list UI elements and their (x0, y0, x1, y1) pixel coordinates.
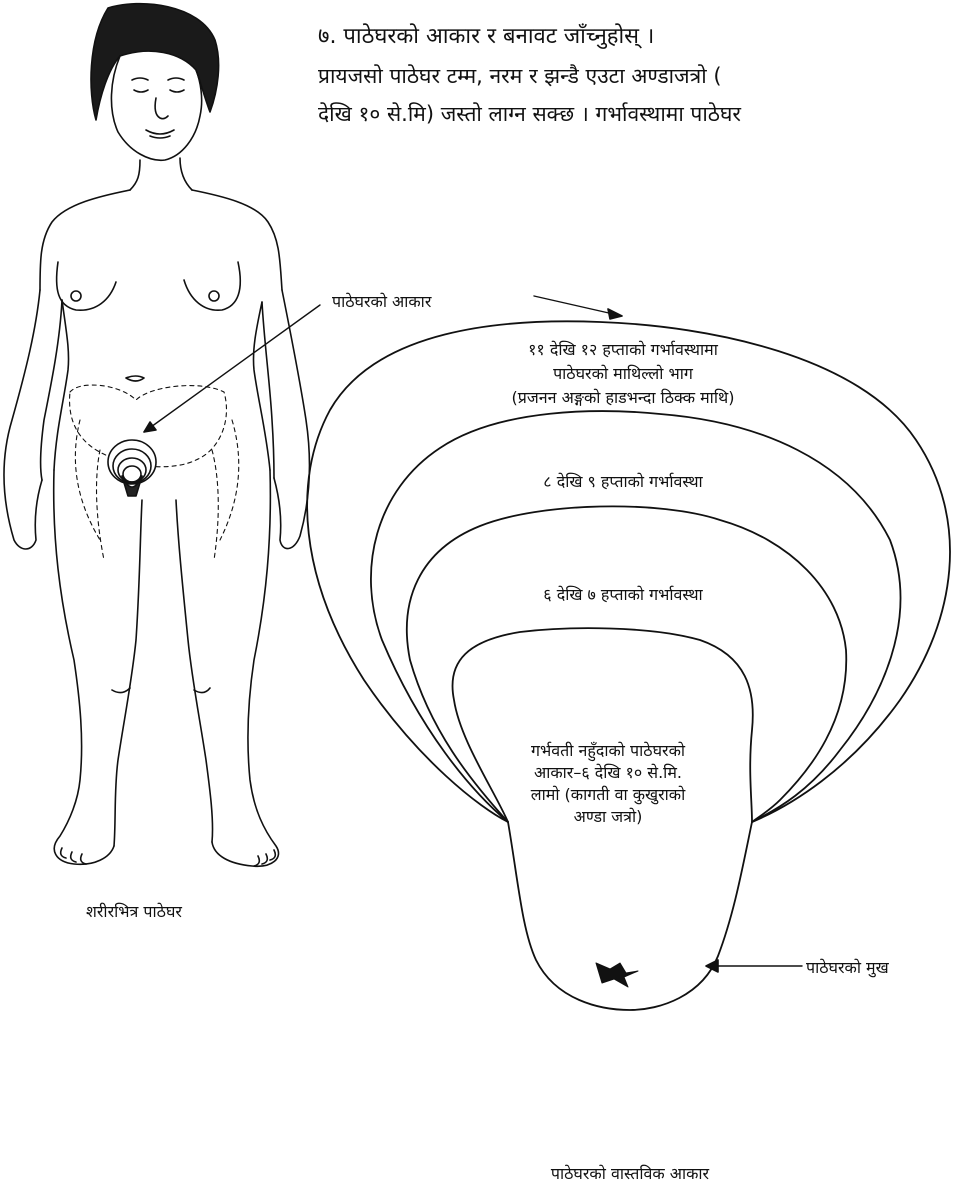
label-non-pregnant-line-3: लामो (कागती वा कुखुराको (478, 784, 738, 806)
right-figure-caption: पाठेघरको वास्तविक आकार (500, 1162, 760, 1184)
label-9-weeks: ८ देखि ९ हप्ताको गर्भावस्था (478, 470, 768, 492)
uterus-rings (307, 321, 950, 1010)
woman-figure (4, 4, 309, 867)
label-non-pregnant-line-2: आकार–६ देखि १० से.मि. (478, 762, 738, 784)
label-non-pregnant-line-1: गर्भवती नहुँदाको पाठेघरको (478, 740, 738, 762)
uterus-pointer (144, 305, 320, 432)
label-12-weeks-line-1: ११ देखि १२ हप्ताको गर्भावस्थामा (478, 338, 768, 362)
cervix-label: पाठेघरको मुख (806, 956, 889, 978)
label-7-weeks: ६ देखि ७ हप्ताको गर्भावस्था (478, 583, 768, 605)
uterus-shape-label: पाठेघरको आकार (332, 290, 431, 312)
label-non-pregnant: गर्भवती नहुँदाको पाठेघरको आकार–६ देखि १०… (478, 740, 738, 828)
label-non-pregnant-line-4: अण्डा जत्रो) (478, 806, 738, 828)
cervix-mark (596, 963, 638, 987)
label-12-weeks-line-2: पाठेघरको माथिल्लो भाग (478, 362, 768, 386)
left-figure-caption: शरीरभित्र पाठेघर (86, 900, 182, 922)
label-12-weeks: ११ देखि १२ हप्ताको गर्भावस्थामा पाठेघरको… (478, 338, 768, 410)
label-12-weeks-line-3: (प्रजनन अङ्गको हाडभन्दा ठिक्क माथि) (478, 386, 768, 410)
